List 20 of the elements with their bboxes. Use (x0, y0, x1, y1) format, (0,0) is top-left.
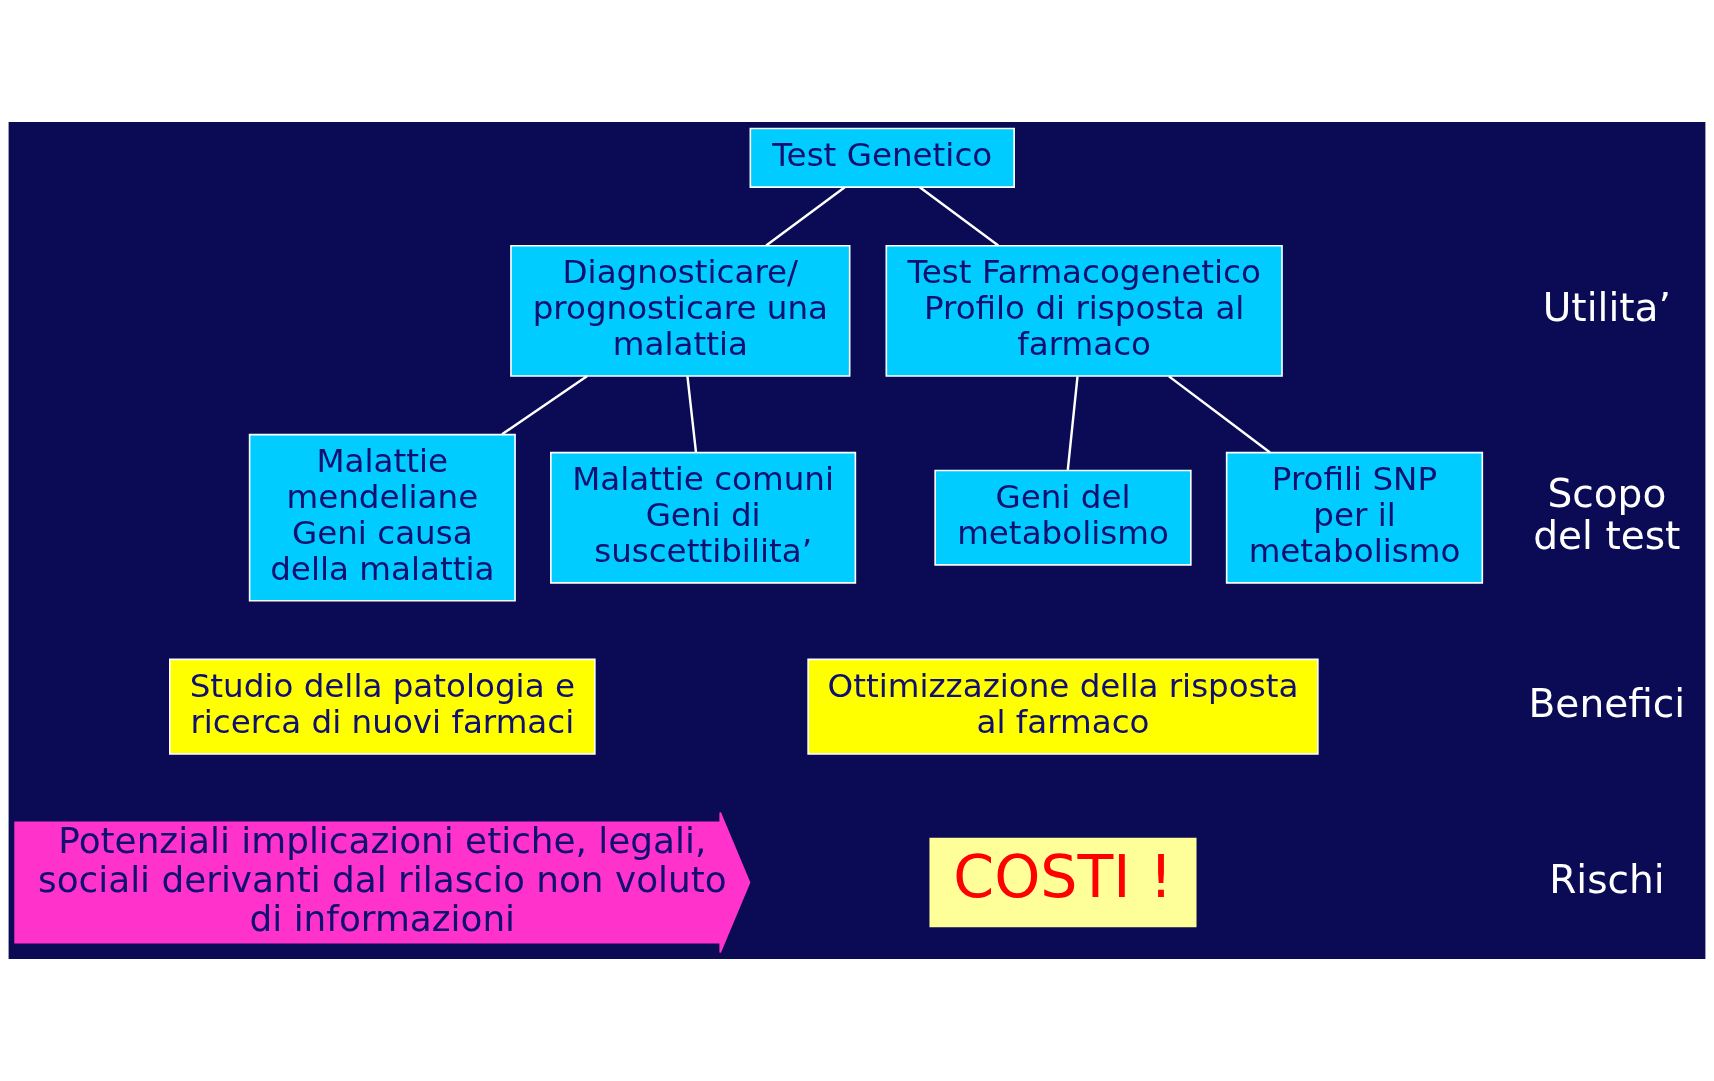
connector (501, 375, 588, 436)
label: Utilita’ (1542, 284, 1671, 330)
node-box: Geni del metabolismo (934, 469, 1192, 566)
label: Scopo del test (1533, 470, 1681, 558)
node-box: Ottimizzazione della risposta al farmaco (807, 658, 1319, 755)
connector (919, 186, 999, 247)
node-box: Studio della patologia e ricerca di nuovi farmaci (169, 658, 596, 755)
connector (765, 186, 846, 247)
node-box: Diagnosticare/ prognosticare una malattia (510, 244, 851, 377)
connector (1066, 376, 1079, 470)
node-box: Profili SNP per il metabolismo (1225, 451, 1484, 584)
node-box: Test Farmacogenetico Profilo di risposta al farmaco (885, 244, 1283, 377)
node-box: Malattie comuni Geni di suscettibilita’ (550, 451, 857, 584)
node-box: Malattie mendeliane Geni causa della malattia (248, 433, 516, 602)
node-box: COSTI ! (929, 837, 1197, 928)
label: Rischi (1549, 856, 1665, 902)
node-box: Test Genetico (749, 127, 1015, 188)
connector (686, 376, 698, 453)
connector (1168, 375, 1271, 454)
label: Benefici (1528, 680, 1686, 726)
